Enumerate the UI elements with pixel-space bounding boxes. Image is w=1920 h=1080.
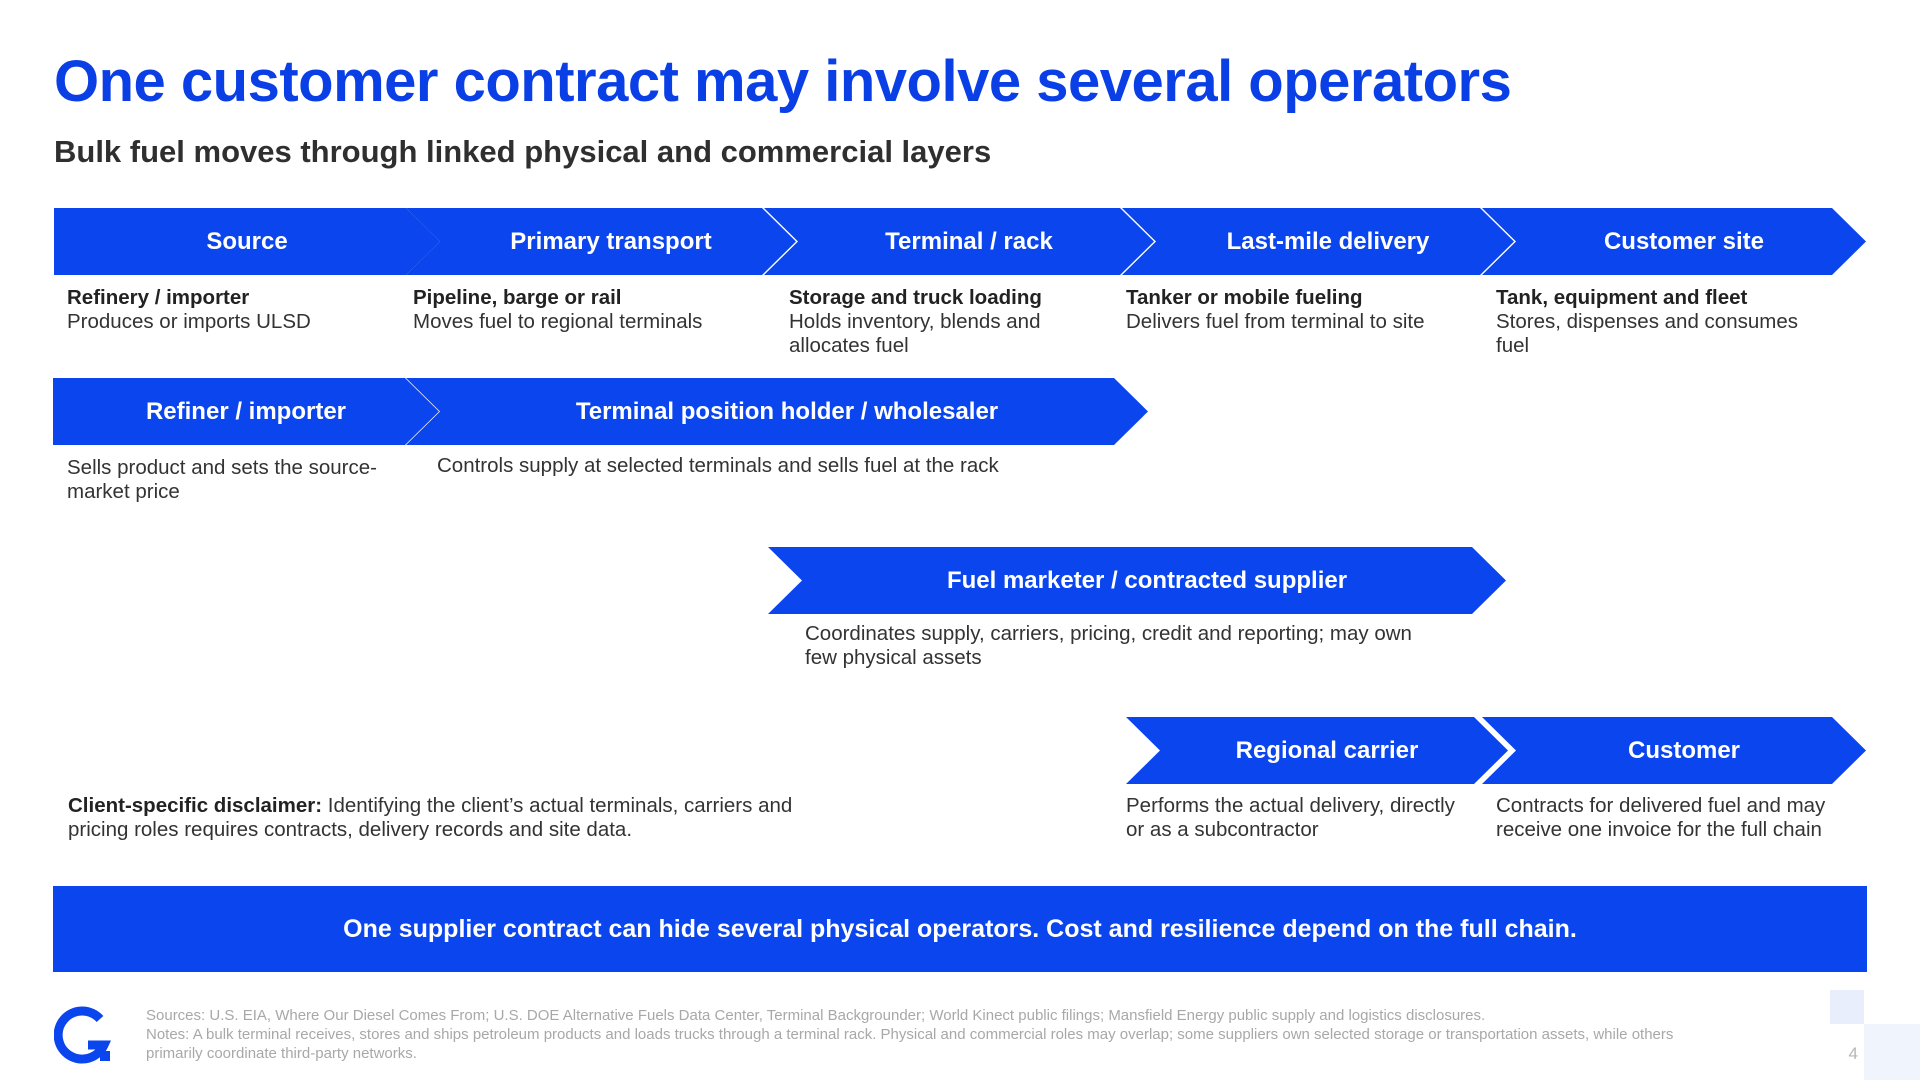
chevron-label: Refiner / importer <box>145 397 347 425</box>
chevron-label: Fuel marketer / contracted supplier <box>946 566 1348 594</box>
chevron-source: Source <box>54 208 440 275</box>
desc-text: Stores, dispenses and consumes fuel <box>1496 310 1798 357</box>
desc-customer: Contracts for delivered fuel and may rec… <box>1496 794 1826 841</box>
desc-title: Refinery / importer <box>67 286 250 309</box>
chevron-terminal-rack: Terminal / rack <box>764 208 1154 275</box>
corner-decoration <box>1864 1024 1920 1080</box>
desc-regional-carrier: Performs the actual delivery, directly o… <box>1126 794 1455 841</box>
chevron-refiner-importer: Refiner / importer <box>53 378 439 445</box>
client-disclaimer: Client-specific disclaimer: Identifying … <box>68 794 808 842</box>
desc-last-mile-delivery: Tanker or mobile fueling Delivers fuel f… <box>1126 286 1466 334</box>
desc-title: Pipeline, barge or rail <box>413 286 622 309</box>
desc-customer-site: Tank, equipment and fleet Stores, dispen… <box>1496 286 1826 358</box>
chevron-label: Primary transport <box>510 227 712 255</box>
chevron-customer-site: Customer site <box>1482 208 1866 275</box>
desc-primary-transport: Pipeline, barge or rail Moves fuel to re… <box>413 286 753 334</box>
chevron-primary-transport: Primary transport <box>406 208 796 275</box>
chevron-label: Customer <box>1627 736 1741 764</box>
chevron-customer: Customer <box>1482 717 1866 784</box>
chevron-regional-carrier: Regional carrier <box>1126 717 1508 784</box>
banner-text: One supplier contract can hide several p… <box>343 914 1577 943</box>
desc-text: Holds inventory, blends and allocates fu… <box>789 310 1041 357</box>
company-logo-icon <box>54 1006 112 1064</box>
chevron-fuel-marketer: Fuel marketer / contracted supplier <box>768 547 1506 614</box>
desc-text: Moves fuel to regional terminals <box>413 310 703 333</box>
desc-refiner-importer: Sells product and sets the source-market… <box>67 456 377 503</box>
desc-text: Produces or imports ULSD <box>67 310 311 333</box>
chevron-terminal-wholesaler: Terminal position holder / wholesaler <box>406 378 1148 445</box>
page-number: 4 <box>1848 1044 1858 1063</box>
footer-sources: Sources: U.S. EIA, Where Our Diesel Come… <box>146 1006 1686 1063</box>
desc-title: Tank, equipment and fleet <box>1496 286 1748 309</box>
desc-title: Tanker or mobile fueling <box>1126 286 1363 309</box>
page-title: One customer contract may involve severa… <box>54 49 1512 114</box>
sources-text: Sources: U.S. EIA, Where Our Diesel Come… <box>146 1007 1486 1024</box>
desc-fuel-marketer: Coordinates supply, carriers, pricing, c… <box>805 622 1412 669</box>
page-subtitle: Bulk fuel moves through linked physical … <box>54 134 992 169</box>
disclaimer-text: Identifying the client’s actual terminal… <box>68 794 793 841</box>
desc-text: Delivers fuel from terminal to site <box>1126 310 1425 333</box>
chevron-last-mile-delivery: Last-mile delivery <box>1122 208 1514 275</box>
notes-text: Notes: A bulk terminal receives, stores … <box>146 1026 1674 1062</box>
chevron-label: Terminal position holder / wholesaler <box>575 397 999 425</box>
chevron-label: Last-mile delivery <box>1226 227 1430 255</box>
corner-decoration <box>1830 990 1864 1024</box>
chevron-label: Terminal / rack <box>885 227 1053 255</box>
desc-source: Refinery / importer Produces or imports … <box>67 286 407 334</box>
desc-title: Storage and truck loading <box>789 286 1042 309</box>
key-message-banner: One supplier contract can hide several p… <box>53 886 1867 972</box>
chevron-label: Source <box>206 227 288 255</box>
desc-terminal-wholesaler: Controls supply at selected terminals an… <box>437 454 999 477</box>
desc-terminal-rack: Storage and truck loading Holds inventor… <box>789 286 1089 358</box>
chevron-label: Regional carrier <box>1235 736 1419 764</box>
disclaimer-lead: Client-specific disclaimer: <box>68 794 323 817</box>
chevron-label: Customer site <box>1603 227 1765 255</box>
